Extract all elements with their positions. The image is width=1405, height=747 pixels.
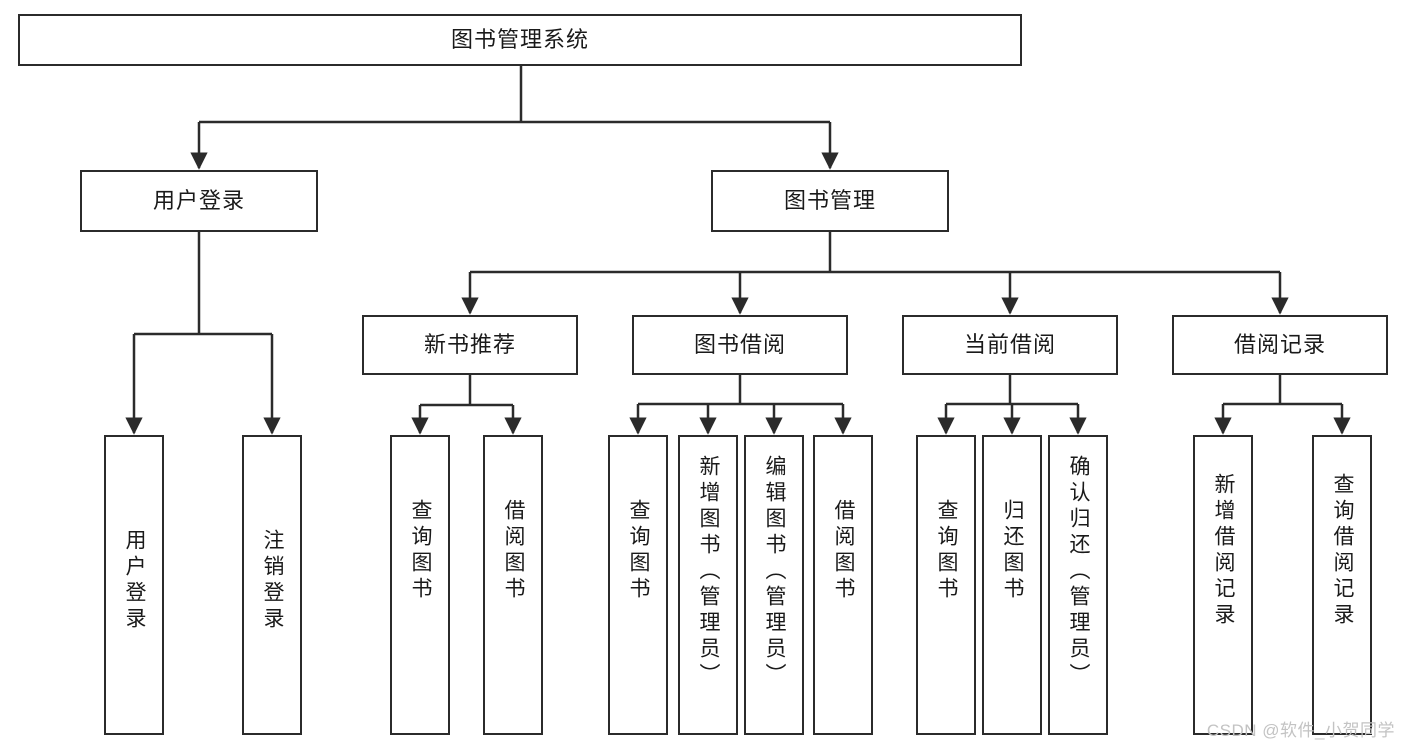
node-root[interactable]: 图书管理系统 <box>18 14 1022 66</box>
node-leaf-add-record[interactable]: 新增借阅记录 <box>1193 435 1253 735</box>
node-leaf-borrow-book-2-label: 借阅图书 <box>832 499 856 603</box>
node-borrow-record-label: 借阅记录 <box>1233 331 1326 357</box>
node-leaf-query-book-3[interactable]: 查询图书 <box>916 435 976 735</box>
node-new-book-rec[interactable]: 新书推荐 <box>362 315 578 375</box>
node-leaf-confirm-return[interactable]: 确认归还（管理员） <box>1048 435 1108 735</box>
node-user-login[interactable]: 用户登录 <box>80 170 318 232</box>
node-leaf-user-login[interactable]: 用户登录 <box>104 435 164 735</box>
node-leaf-edit-book[interactable]: 编辑图书（管理员） <box>744 435 804 735</box>
node-root-label: 图书管理系统 <box>450 26 589 52</box>
node-new-book-rec-label: 新书推荐 <box>423 331 516 357</box>
node-leaf-add-book[interactable]: 新增图书（管理员） <box>678 435 738 735</box>
node-leaf-confirm-return-label: 确认归还（管理员） <box>1067 455 1091 689</box>
node-leaf-user-login-label: 用户登录 <box>123 529 147 633</box>
node-leaf-borrow-book-2[interactable]: 借阅图书 <box>813 435 873 735</box>
csdn-watermark: CSDN @软件_小贺同学 <box>1206 721 1395 740</box>
node-leaf-logout[interactable]: 注销登录 <box>242 435 302 735</box>
node-leaf-edit-book-label: 编辑图书（管理员） <box>763 455 787 689</box>
node-leaf-query-book-2[interactable]: 查询图书 <box>608 435 668 735</box>
node-leaf-add-book-label: 新增图书（管理员） <box>697 455 721 689</box>
node-leaf-query-book-2-label: 查询图书 <box>627 499 651 603</box>
node-leaf-logout-label: 注销登录 <box>261 529 285 633</box>
node-current-borrow-label: 当前借阅 <box>963 331 1056 357</box>
node-book-borrow-label: 图书借阅 <box>693 331 786 357</box>
node-current-borrow[interactable]: 当前借阅 <box>902 315 1118 375</box>
node-leaf-query-book-3-label: 查询图书 <box>935 499 959 603</box>
node-leaf-query-book-1-label: 查询图书 <box>409 499 433 603</box>
node-book-manage[interactable]: 图书管理 <box>711 170 949 232</box>
node-book-manage-label: 图书管理 <box>783 187 876 213</box>
node-book-borrow[interactable]: 图书借阅 <box>632 315 848 375</box>
node-leaf-return-book-label: 归还图书 <box>1001 499 1025 603</box>
node-leaf-borrow-book-1[interactable]: 借阅图书 <box>483 435 543 735</box>
node-user-login-label: 用户登录 <box>152 187 245 213</box>
node-leaf-add-record-label: 新增借阅记录 <box>1212 473 1236 629</box>
node-leaf-query-book-1[interactable]: 查询图书 <box>390 435 450 735</box>
node-leaf-return-book[interactable]: 归还图书 <box>982 435 1042 735</box>
node-leaf-query-record-label: 查询借阅记录 <box>1331 473 1355 629</box>
node-leaf-query-record[interactable]: 查询借阅记录 <box>1312 435 1372 735</box>
node-borrow-record[interactable]: 借阅记录 <box>1172 315 1388 375</box>
node-leaf-borrow-book-1-label: 借阅图书 <box>502 499 526 603</box>
